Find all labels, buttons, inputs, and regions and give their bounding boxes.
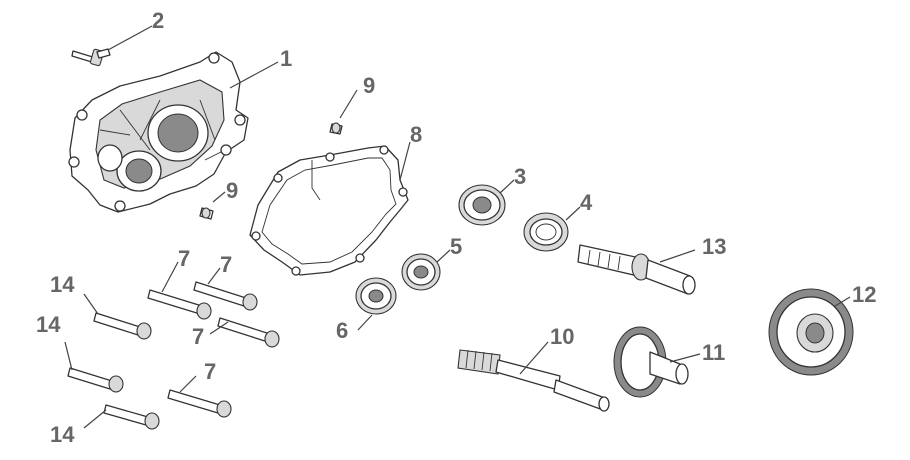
leader-lines	[64, 25, 851, 429]
part-13-drive-shaft	[577, 244, 696, 295]
part-7-bolt	[217, 317, 280, 348]
part-11-gear-assembly	[613, 326, 689, 398]
part-2-small-bolt	[71, 48, 111, 67]
callout-1: 1	[280, 46, 292, 71]
callout-5: 5	[450, 234, 462, 259]
callout-9: 9	[363, 73, 375, 98]
part-7-bolt	[167, 389, 232, 418]
callout-7: 7	[178, 246, 190, 271]
part-8-gasket	[249, 145, 409, 276]
callout-10: 10	[550, 324, 574, 349]
part-6-bearing	[355, 277, 397, 315]
callout-14: 14	[36, 312, 61, 337]
callout-4: 4	[580, 190, 593, 215]
callout-7: 7	[204, 359, 216, 384]
callout-2: 2	[152, 8, 164, 33]
part-14-bolt	[103, 404, 160, 430]
callout-labels: 1 2 3 4 5 6 7 7 7 7 8 9 9 10 11 12 13 14…	[36, 8, 876, 447]
part-3-bearing	[458, 184, 506, 226]
callout-8: 8	[410, 122, 422, 147]
callout-14: 14	[50, 272, 75, 297]
part-7-bolt	[193, 281, 258, 311]
callout-11: 11	[702, 340, 725, 365]
part-10-input-shaft	[457, 349, 610, 412]
callout-13: 13	[702, 234, 726, 259]
callout-9: 9	[226, 178, 238, 203]
part-7-bolt	[147, 289, 212, 320]
callout-12: 12	[852, 282, 876, 307]
part-1-case-cover	[68, 51, 249, 213]
part-14-bolt	[67, 367, 124, 393]
part-9-dowel-pin	[199, 207, 214, 220]
part-5-bearing	[401, 253, 441, 291]
part-12-large-gear	[768, 288, 854, 376]
callout-6: 6	[336, 318, 348, 343]
callout-7: 7	[220, 252, 232, 277]
callout-7: 7	[192, 324, 204, 349]
part-9-dowel-pin	[329, 122, 343, 135]
part-14-bolt	[93, 312, 152, 340]
callout-3: 3	[514, 164, 526, 189]
callout-14: 14	[50, 422, 75, 447]
part-4-oil-seal	[523, 212, 569, 252]
